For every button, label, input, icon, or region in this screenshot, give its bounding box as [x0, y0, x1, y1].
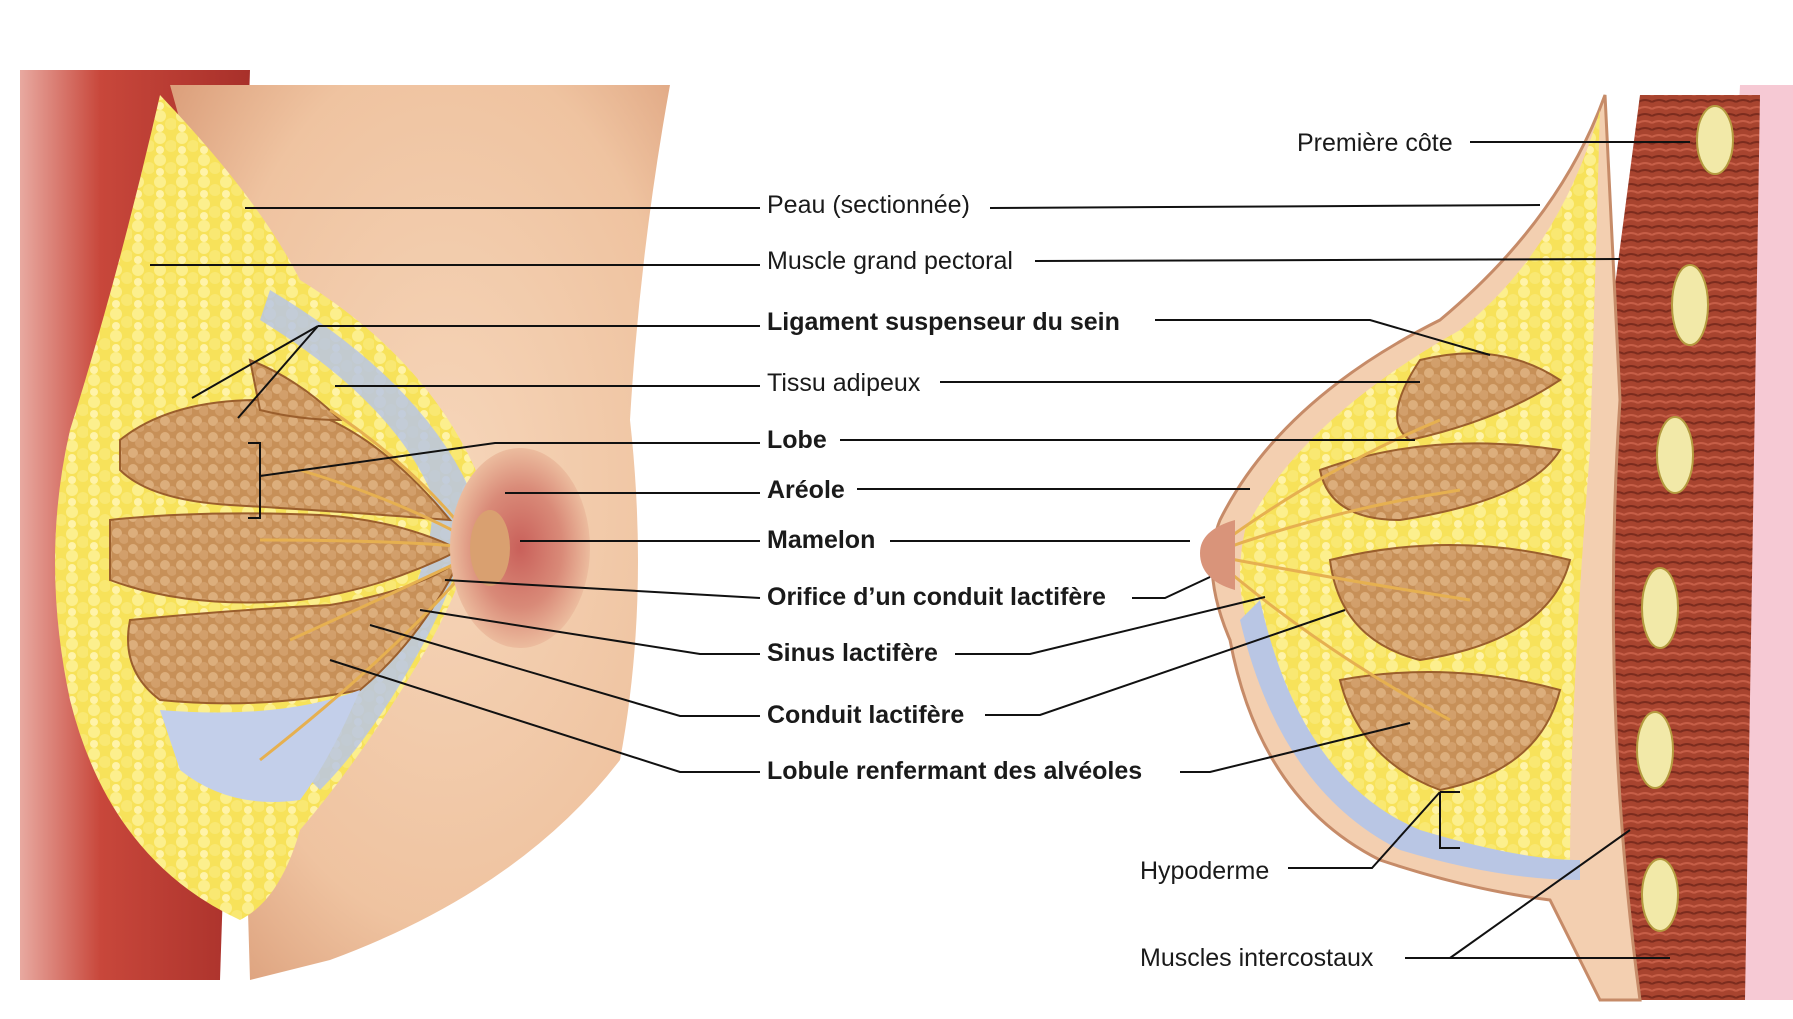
label-mamelon: Mamelon — [767, 526, 875, 554]
label-areole: Aréole — [767, 476, 845, 504]
label-sinus: Sinus lactifère — [767, 639, 938, 667]
label-muscle-pectoral: Muscle grand pectoral — [767, 247, 1013, 275]
label-orifice: Orifice d’un conduit lactifère — [767, 583, 1106, 611]
label-intercostaux: Muscles intercostaux — [1140, 944, 1374, 972]
label-peau: Peau (sectionnée) — [767, 191, 970, 219]
label-hypoderme: Hypoderme — [1140, 857, 1269, 885]
label-lobule: Lobule renfermant des alvéoles — [767, 757, 1142, 785]
label-ligament: Ligament suspenseur du sein — [767, 308, 1120, 336]
label-lobe: Lobe — [767, 426, 827, 454]
anterior-view-illustration — [20, 70, 670, 980]
label-premiere-cote: Première côte — [1297, 129, 1453, 157]
sagittal-view-illustration — [1200, 85, 1793, 1000]
nipple-shape — [470, 510, 510, 586]
label-tissu-adipeux: Tissu adipeux — [767, 369, 921, 397]
label-conduit: Conduit lactifère — [767, 701, 964, 729]
